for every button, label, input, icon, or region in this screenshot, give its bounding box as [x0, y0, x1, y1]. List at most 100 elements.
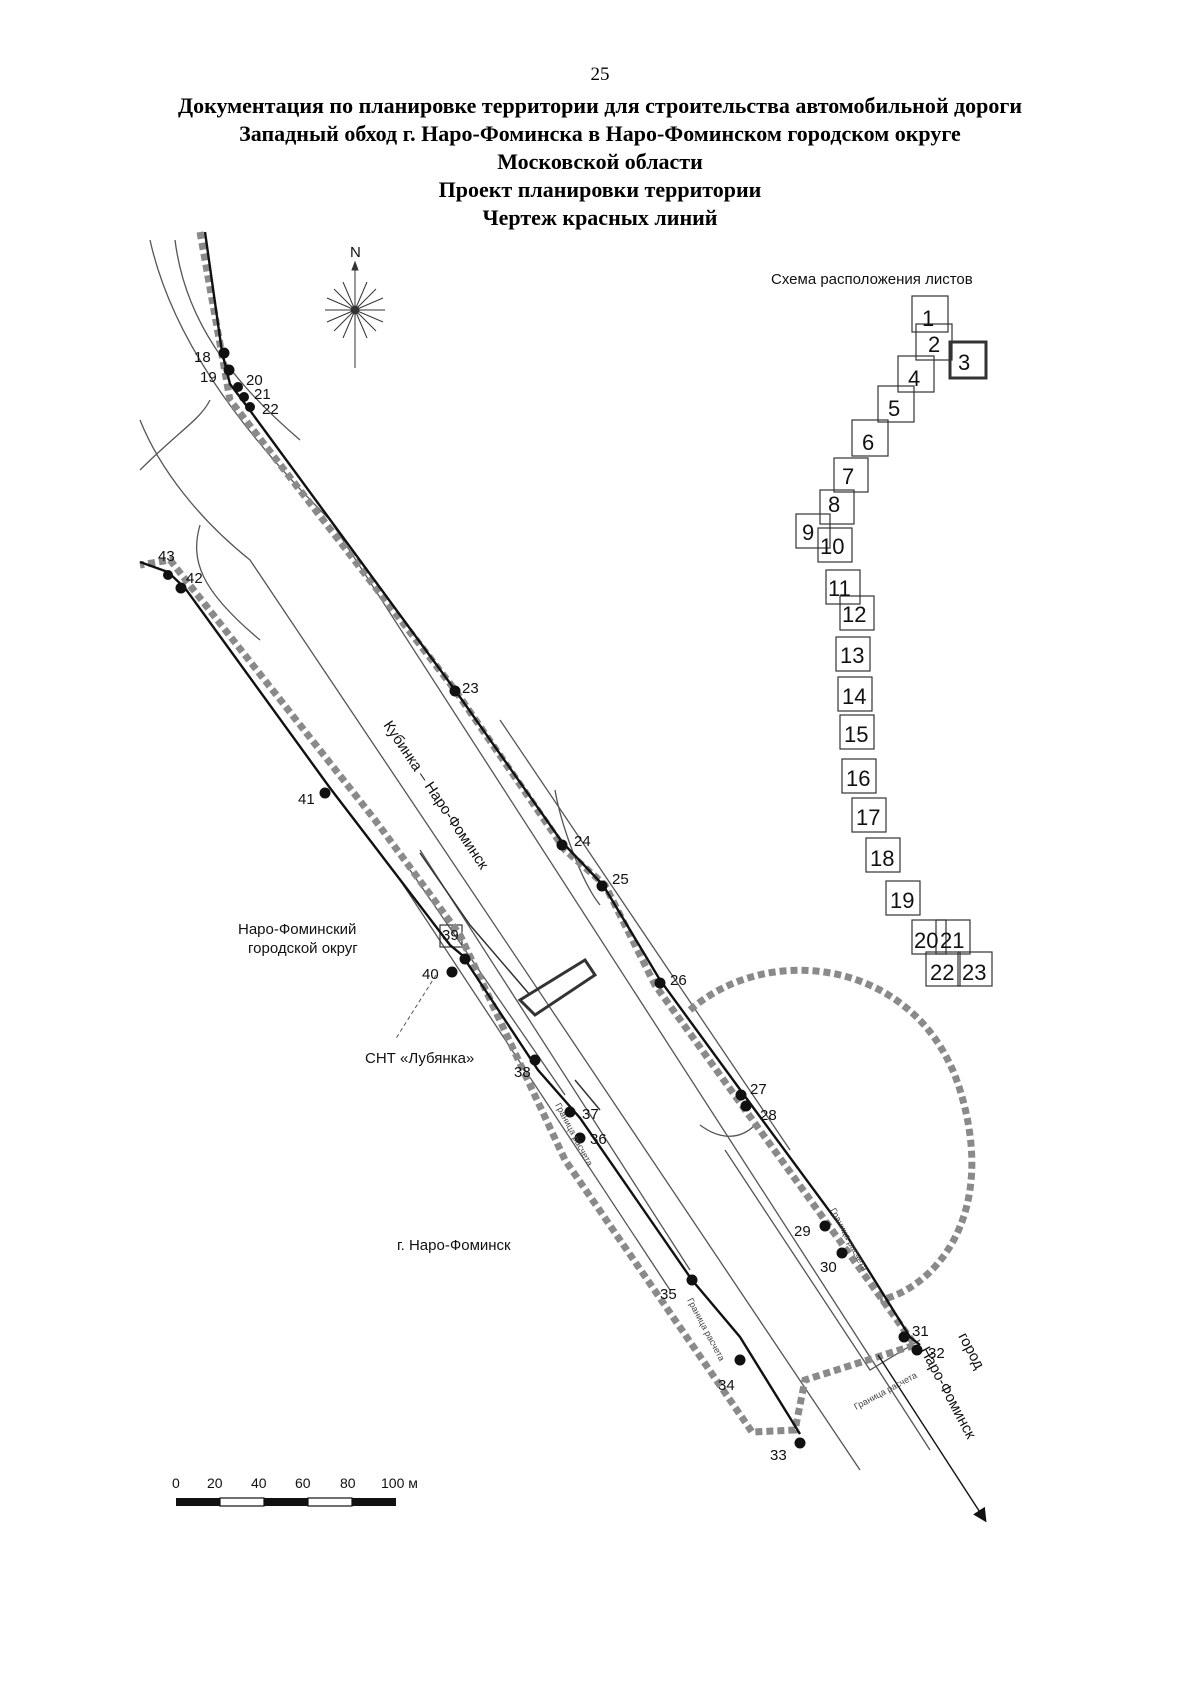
area-labels: Наро-Фоминский городской округ СНТ «Лубя…	[238, 921, 988, 1442]
title-line-5: Чертеж красных линий	[482, 205, 718, 230]
sheet-8: 8	[828, 492, 840, 517]
point-label-21: 21	[254, 386, 271, 403]
point-42	[175, 582, 187, 594]
point-label-18: 18	[194, 349, 211, 366]
point-label-32: 32	[928, 1345, 945, 1362]
point-22	[245, 402, 255, 412]
point-label-29: 29	[794, 1223, 811, 1240]
point-31	[898, 1331, 910, 1343]
point-37	[564, 1106, 576, 1118]
sheet-21: 21	[940, 928, 964, 953]
title-line-1: Документация по планировке территории дл…	[177, 93, 1023, 118]
point-label-24: 24	[574, 833, 591, 850]
sheet-5: 5	[888, 396, 900, 421]
point-20	[233, 382, 243, 392]
point-label-39: 39	[442, 927, 459, 944]
bridge-structure	[419, 852, 601, 1111]
point-label-37: 37	[582, 1106, 599, 1123]
point-label-22: 22	[262, 401, 279, 418]
boundary-points	[163, 347, 923, 1449]
city-label: г. Наро-Фоминск	[397, 1237, 511, 1254]
point-label-28: 28	[760, 1107, 777, 1124]
sheet-11: 11	[828, 576, 851, 601]
sheet-7: 7	[842, 464, 854, 489]
district-label-line-1: Наро-Фоминский	[238, 921, 356, 938]
point-35	[686, 1274, 698, 1286]
direction-arrow	[877, 1354, 987, 1523]
point-label-41: 41	[298, 791, 315, 808]
point-label-31: 31	[912, 1323, 929, 1340]
point-label-40: 40	[422, 966, 439, 983]
point-label-36: 36	[590, 1131, 607, 1148]
calc-boundary-annotations: Граница расчета Граница расчета Граница …	[553, 1101, 918, 1412]
scale-label-40: 40	[251, 1475, 267, 1491]
sheet-14: 14	[842, 684, 866, 709]
scale-label-60: 60	[295, 1475, 311, 1491]
page-number: 25	[590, 64, 610, 85]
point-label-35: 35	[660, 1286, 677, 1303]
direction-label-line-1: город	[954, 1330, 987, 1372]
point-43	[163, 570, 173, 580]
point-label-20: 20	[246, 372, 263, 389]
north-label: N	[350, 244, 361, 261]
point-33	[794, 1437, 806, 1449]
point-19	[223, 364, 235, 376]
point-40	[446, 966, 458, 978]
title-line-4: Проект планировки территории	[438, 177, 762, 202]
calc-boundary-label-4: Граница расчета	[852, 1370, 918, 1412]
point-27	[735, 1089, 747, 1101]
sheet-15: 15	[844, 722, 868, 747]
scale-bar: 0 20 40 60 80 100 м	[172, 1475, 418, 1507]
scale-label-80: 80	[340, 1475, 356, 1491]
point-label-42: 42	[186, 570, 203, 587]
sheet-1: 1	[922, 306, 934, 331]
snt-label: СНТ «Лубянка»	[365, 1050, 474, 1067]
point-41	[319, 787, 331, 799]
point-label-19: 19	[200, 369, 217, 386]
sheet-9: 9	[802, 520, 814, 545]
point-36	[574, 1132, 586, 1144]
title-line-2: Западный обход г. Наро-Фоминска в Наро-Ф…	[239, 121, 961, 146]
calc-boundary-label-2: Граница расчета	[685, 1296, 727, 1362]
point-32	[911, 1344, 923, 1356]
point-38	[529, 1054, 541, 1066]
point-label-34: 34	[718, 1377, 735, 1394]
sheet-3: 3	[958, 350, 970, 375]
point-24	[556, 839, 568, 851]
point-label-43: 43	[158, 548, 175, 565]
scale-label-100: 100 м	[381, 1475, 418, 1491]
title-line-3: Московской области	[497, 149, 703, 174]
sheet-22: 22	[930, 960, 954, 985]
point-18	[218, 347, 230, 359]
point-34	[734, 1354, 746, 1366]
point-30	[836, 1247, 848, 1259]
index-map	[795, 295, 993, 987]
district-label-line-2: городской округ	[248, 940, 358, 957]
point-label-38: 38	[514, 1064, 531, 1081]
north-arrow-icon	[325, 260, 385, 368]
sheet-6: 6	[862, 430, 874, 455]
scale-label-20: 20	[207, 1475, 223, 1491]
point-25	[596, 880, 608, 892]
point-label-23: 23	[462, 680, 479, 697]
point-39	[459, 953, 471, 965]
sheet-17: 17	[856, 805, 880, 830]
sheet-19: 19	[890, 888, 914, 913]
point-23	[449, 685, 461, 697]
point-26	[654, 977, 666, 989]
sheet-4: 4	[908, 366, 920, 391]
scale-label-0: 0	[172, 1475, 180, 1491]
sheet-2: 2	[928, 332, 940, 357]
point-label-30: 30	[820, 1259, 837, 1276]
point-labels: 18 19 20 21 22 23 24 25 26 27 28 29 30 3…	[158, 349, 945, 1464]
sheet-13: 13	[840, 643, 864, 668]
boundary-hatch	[139, 231, 976, 1436]
sheet-20: 20	[914, 928, 938, 953]
sheet-10: 10	[820, 534, 844, 559]
sheet-16: 16	[846, 766, 870, 791]
district-leader-line	[394, 974, 437, 1041]
sheet-23: 23	[962, 960, 986, 985]
point-label-26: 26	[670, 972, 687, 989]
road-geometry	[139, 239, 931, 1471]
